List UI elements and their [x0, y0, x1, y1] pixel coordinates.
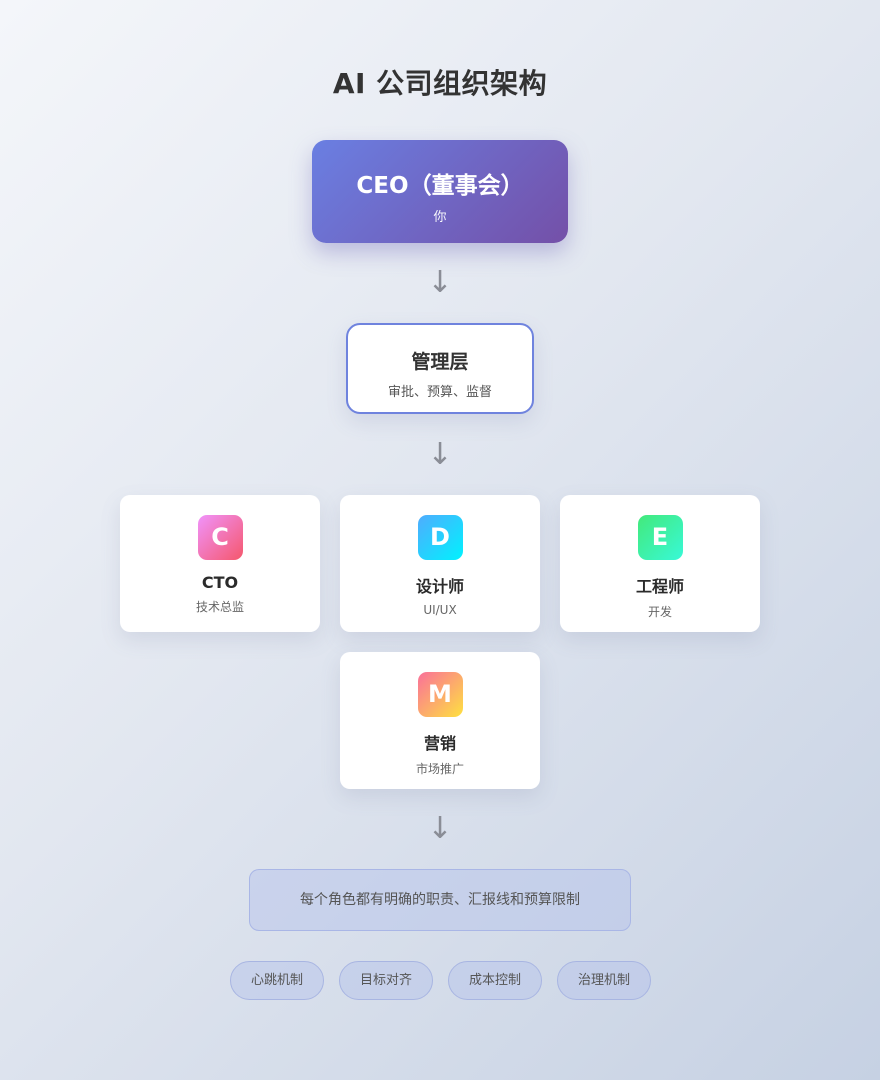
role-subtitle: 市场推广 — [415, 762, 464, 776]
page-title: AI 公司组织架构 — [332, 67, 548, 100]
role-subtitle: UI/UX — [423, 603, 457, 617]
role-name: CTO — [201, 573, 239, 592]
management-name: 管理层 — [411, 351, 469, 373]
feature-tag: 成本控制 — [448, 961, 542, 1000]
ceo-node: CEO（董事会） 你 — [312, 140, 568, 243]
role-card-engineer: E 工程师 开发 — [560, 495, 760, 632]
role-badge-icon: C — [197, 515, 243, 560]
feature-tag: 心跳机制 — [230, 961, 324, 1000]
ceo-subtitle: 你 — [433, 210, 447, 225]
ceo-name: CEO（董事会） — [356, 173, 524, 199]
arrow-down-icon: ↓ — [427, 811, 453, 846]
role-subtitle: 技术总监 — [195, 600, 244, 614]
role-badge-icon: M — [417, 672, 463, 717]
role-card-designer: D 设计师 UI/UX — [340, 495, 540, 632]
role-badge-icon: D — [417, 515, 463, 560]
role-badge-icon: E — [637, 515, 683, 560]
role-card-marketing: M 营销 市场推广 — [340, 652, 540, 789]
management-subtitle: 审批、预算、监督 — [387, 385, 492, 400]
role-subtitle: 开发 — [647, 605, 672, 619]
role-card-cto: C CTO 技术总监 — [120, 495, 320, 632]
role-name: 营销 — [423, 734, 456, 753]
info-note: 每个角色都有明确的职责、汇报线和预算限制 — [249, 869, 631, 931]
role-name: 设计师 — [415, 577, 464, 596]
feature-tag: 治理机制 — [557, 961, 651, 1000]
management-node: 管理层 审批、预算、监督 — [346, 323, 534, 414]
arrow-down-icon: ↓ — [427, 265, 453, 300]
feature-tag: 目标对齐 — [339, 961, 433, 1000]
role-name: 工程师 — [635, 577, 684, 596]
arrow-down-icon: ↓ — [427, 437, 453, 472]
